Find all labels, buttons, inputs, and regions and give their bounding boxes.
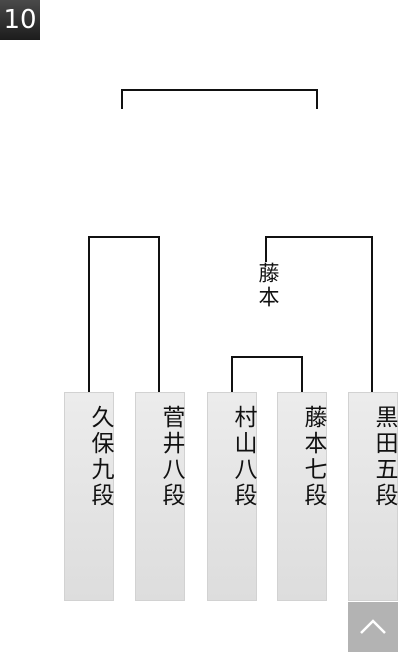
bracket-line-murayama-fujimoto	[231, 356, 303, 392]
player-name: 久保九段	[87, 405, 113, 509]
scroll-to-top-button[interactable]	[348, 602, 398, 652]
player-name: 菅井八段	[158, 405, 184, 509]
player-name: 藤本七段	[300, 405, 326, 509]
round-number-badge: 10	[0, 0, 40, 40]
bracket-line-fujimoto-kuroda	[265, 236, 373, 392]
player-card-murayama: 村山八段	[207, 392, 257, 601]
player-name: 黒田五段	[371, 405, 397, 509]
player-card-fujimoto: 藤本七段	[277, 392, 327, 601]
player-card-sugai: 菅井八段	[135, 392, 185, 601]
final-bracket-line	[121, 89, 318, 109]
chevron-up-icon	[360, 619, 386, 634]
player-name: 村山八段	[230, 405, 256, 509]
player-card-kuroda: 黒田五段	[348, 392, 398, 601]
player-card-kubo: 久保九段	[64, 392, 114, 601]
bracket-line-kubo-sugai	[88, 236, 160, 392]
advancing-player-label: 藤本	[256, 262, 280, 310]
